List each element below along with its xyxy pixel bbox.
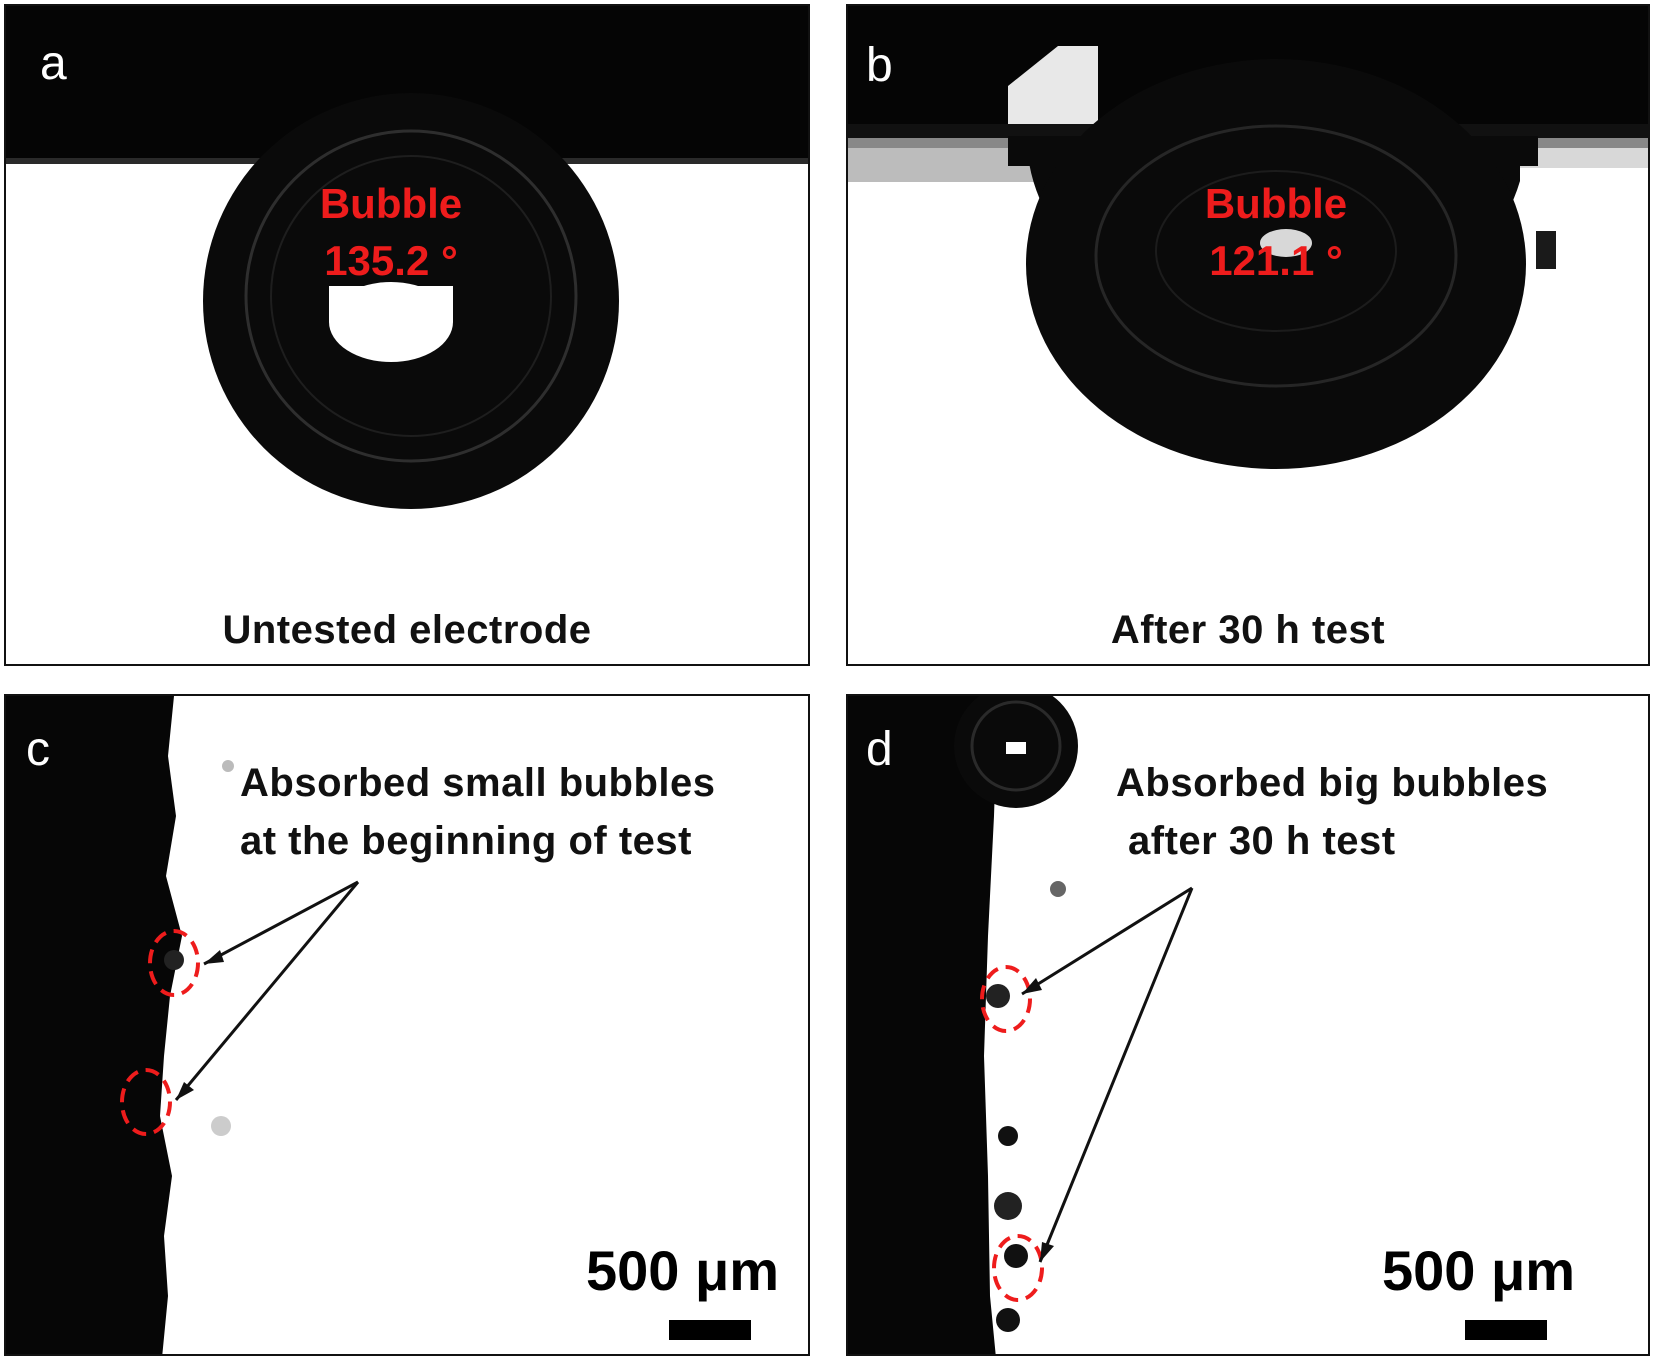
panel-a: a Bubble 135.2 ° Untested electrode	[4, 4, 810, 666]
panel-d-annotation-line1: Absorbed big bubbles	[1116, 761, 1549, 805]
panel-b-contact-angle: 121.1 °	[1209, 236, 1343, 284]
panel-b-letter: b	[866, 39, 893, 92]
panel-d: d Absorbed big bubbles after 30 h test 5…	[846, 694, 1650, 1356]
panel-a-bubble-label: Bubble 135.2 °	[261, 176, 521, 289]
panel-b-bubble-text: Bubble	[1204, 180, 1348, 227]
panel-a-letter: a	[40, 37, 67, 90]
panel-a-bubble-text: Bubble	[319, 180, 463, 227]
panel-c-image	[6, 696, 360, 1354]
panel-c-annotation: Absorbed small bubbles at the beginning …	[240, 754, 716, 870]
panel-b: b Bubble 121.1 ° After 30 h test	[846, 4, 1650, 666]
panel-c-annotation-line1: Absorbed small bubbles	[240, 761, 716, 805]
panel-b-image	[848, 6, 1648, 469]
panel-d-letter: d	[866, 723, 893, 776]
panel-c-scale-bar	[669, 1320, 751, 1340]
panel-d-annotation: Absorbed big bubbles after 30 h test	[1116, 754, 1548, 870]
panel-a-caption: Untested electrode	[222, 608, 592, 652]
panel-d-scale-bar	[1465, 1320, 1547, 1340]
panel-b-bubble-label: Bubble 121.1 °	[1146, 176, 1406, 289]
panel-c-letter: c	[26, 723, 50, 776]
panel-a-image	[6, 6, 808, 509]
panel-d-scale-label: 500 μm	[1382, 1239, 1576, 1302]
panel-c-scale-label: 500 μm	[586, 1239, 780, 1302]
panel-c: c Absorbed small bubbles at the beginnin…	[4, 694, 810, 1356]
panel-d-annotation-line2: after 30 h test	[1128, 819, 1396, 863]
panel-d-image	[848, 696, 1194, 1354]
panel-b-caption: After 30 h test	[1110, 608, 1386, 652]
panel-a-contact-angle: 135.2 °	[324, 236, 458, 284]
panel-c-annotation-line2: at the beginning of test	[240, 819, 692, 863]
